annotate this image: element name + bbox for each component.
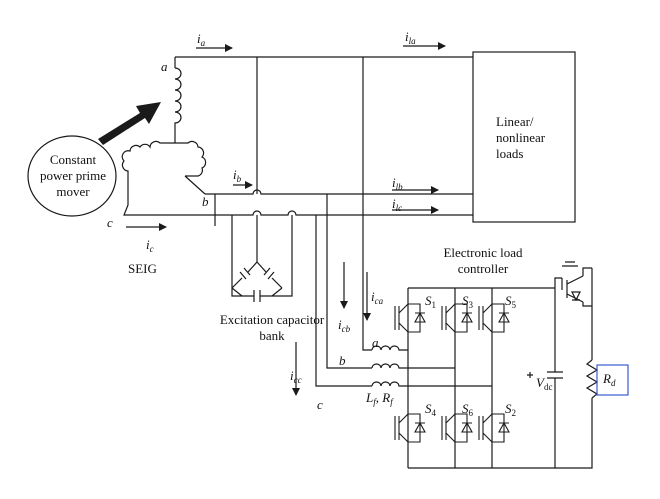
current-ia-label: ia <box>197 31 206 48</box>
current-ilb-label: ilb <box>392 175 403 192</box>
phase-c-label: c <box>107 215 113 230</box>
filter-c-label: c <box>317 397 323 412</box>
chopper-circuit <box>554 261 599 469</box>
phase-a-label: a <box>161 59 168 74</box>
drive-arrow-icon <box>98 102 161 145</box>
rd-highlight-box <box>596 364 629 396</box>
load-box-label: Linear/ nonlinear loads <box>496 114 546 161</box>
filter-b-label: b <box>339 353 346 368</box>
bus-verticals <box>256 57 364 215</box>
current-icc-label: icc <box>290 368 302 385</box>
filter-lf-rf-label: Lf, Rf <box>366 390 393 407</box>
rd-label: Rd <box>603 371 616 388</box>
current-ic-label: ic <box>146 237 154 254</box>
vdc-label: Vdc <box>536 375 553 392</box>
prime-mover-circle <box>27 135 117 217</box>
capacitor-bank <box>231 215 293 302</box>
winding-a <box>174 67 182 143</box>
seig-label: SEIG <box>128 261 157 276</box>
switch-s5-label: S5 <box>505 293 516 310</box>
current-ib-label: ib <box>233 167 242 184</box>
dc-link-capacitor <box>527 288 563 468</box>
prime-mover-label: Constant power prime mover <box>39 152 107 199</box>
switch-s6-label: S6 <box>462 401 473 418</box>
switch-s2-label: S2 <box>505 401 516 418</box>
switch-s3-label: S3 <box>462 293 473 310</box>
igbt-switches <box>394 303 510 443</box>
current-arrows <box>126 42 446 396</box>
switch-s4-label: S4 <box>425 401 436 418</box>
elc-label: Electronic load controller <box>443 245 523 276</box>
filter-feed-lines <box>315 215 372 387</box>
phase-b-line <box>184 175 473 226</box>
current-ica-label: ica <box>371 289 384 306</box>
inverter-bridge <box>407 287 555 469</box>
current-ila-label: ila <box>405 29 416 46</box>
winding-c <box>121 140 175 176</box>
current-icb-label: icb <box>338 317 351 334</box>
winding-b <box>175 140 207 177</box>
capacitor-bank-label: Excitation capacitor bank <box>219 312 325 343</box>
load-box <box>472 51 576 223</box>
filter-a-label: a <box>372 335 379 350</box>
filter-inductors <box>371 345 492 387</box>
phase-c-line <box>123 176 473 216</box>
phase-b-label: b <box>202 194 209 209</box>
current-ilc-label: ilc <box>392 196 403 213</box>
phase-a-line <box>174 56 473 68</box>
switch-s1-label: S1 <box>425 293 436 310</box>
